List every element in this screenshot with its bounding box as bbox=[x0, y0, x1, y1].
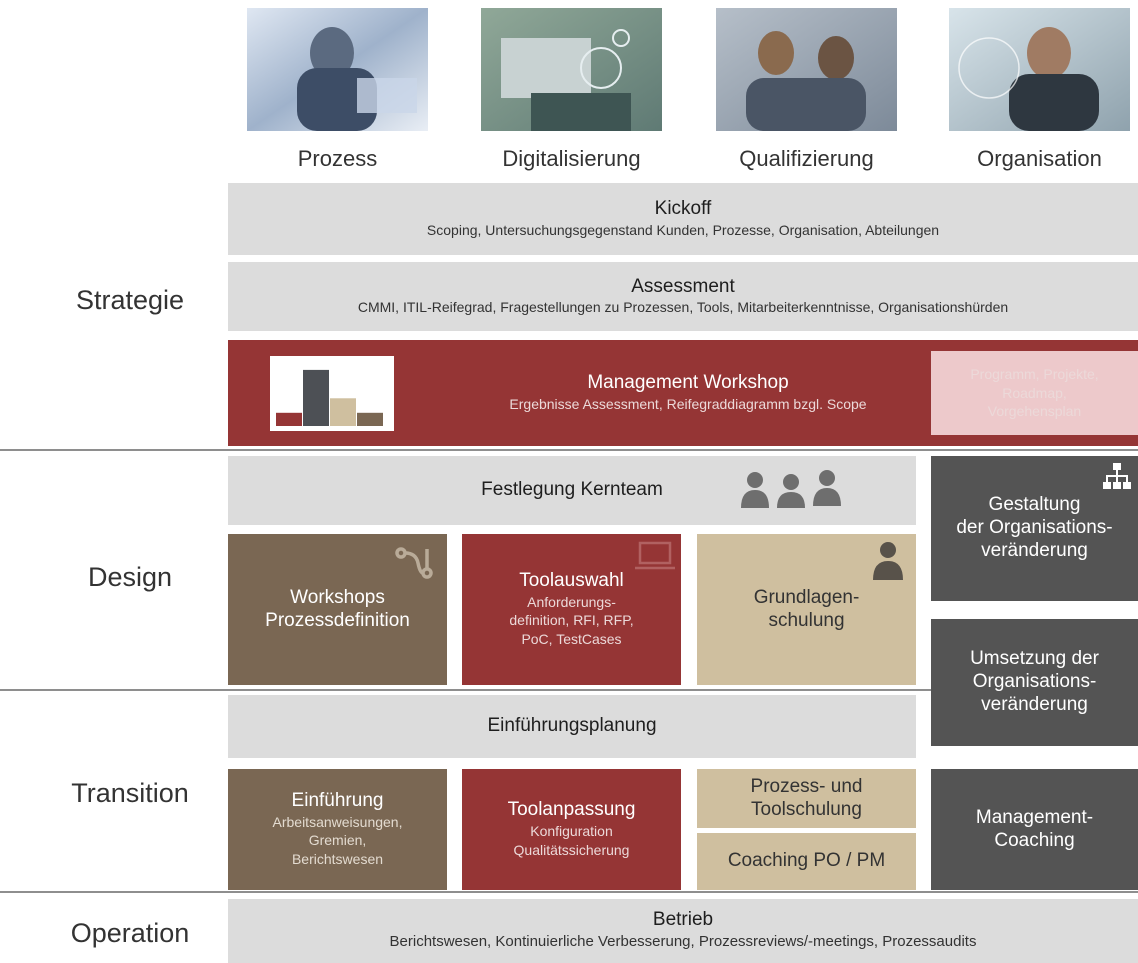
coaching-title: Coaching PO / PM bbox=[727, 850, 886, 872]
toolauswahl-title: Toolauswahl bbox=[519, 569, 624, 591]
kernteam-title: Festlegung Kernteam bbox=[481, 479, 663, 501]
umsetzung-line: Umsetzung der bbox=[970, 648, 1099, 670]
prozess-toolschulung-line: Prozess- und bbox=[750, 775, 863, 797]
management-workshop-subtitle: Ergebnisse Assessment, Reifegraddiagramm… bbox=[509, 395, 867, 412]
toolauswahl-line: definition, RFI, RFP, bbox=[509, 612, 634, 629]
management-coaching-box: Management- Coaching bbox=[931, 769, 1138, 890]
management-workshop-outcome: Programm, Projekte, Roadmap, Vorgehenspl… bbox=[931, 351, 1138, 435]
management-coaching-line: Coaching bbox=[994, 829, 1075, 851]
toolanpassung-line: Konfiguration bbox=[530, 823, 613, 839]
kickoff-subtitle: Scoping, Untersuchungsgegenstand Kunden,… bbox=[426, 221, 940, 238]
einfuehrung-line: Arbeitsanweisungen, bbox=[272, 813, 403, 830]
phase-operation: Operation bbox=[70, 918, 190, 948]
pillar-label-qualifizierung: Qualifizierung bbox=[739, 146, 874, 171]
pillar-label-organisation: Organisation bbox=[977, 146, 1102, 171]
coaching-box: Coaching PO / PM bbox=[697, 833, 916, 890]
phase-strategie: Strategie bbox=[75, 285, 185, 315]
umsetzung-box: Umsetzung der Organisations- veränderung bbox=[931, 619, 1138, 746]
einfuehrung-title: Einführung bbox=[291, 789, 384, 811]
maturity-bar bbox=[357, 412, 383, 426]
gestaltung-line: Gestaltung bbox=[988, 494, 1081, 516]
assessment-subtitle: CMMI, ITIL-Reifegrad, Fragestellungen zu… bbox=[357, 299, 1009, 316]
maturity-chart bbox=[270, 356, 394, 431]
photo-organisation bbox=[949, 8, 1130, 131]
umsetzung-line: Organisations- bbox=[972, 671, 1097, 693]
einfuehrungsplanung-box: Einführungsplanung bbox=[228, 695, 916, 758]
betrieb-title: Betrieb bbox=[652, 909, 714, 931]
prozess-toolschulung-box: Prozess- und Toolschulung bbox=[697, 769, 916, 828]
assessment-title: Assessment bbox=[631, 275, 735, 297]
photo-digitalisierung bbox=[481, 8, 662, 131]
toolanpassung-line: Qualitätssicherung bbox=[513, 841, 630, 858]
assessment-box: Assessment CMMI, ITIL-Reifegrad, Fragest… bbox=[228, 262, 1138, 331]
outcome-line: Vorgehensplan bbox=[987, 403, 1082, 420]
toolauswahl-line: PoC, TestCases bbox=[521, 631, 622, 648]
phase-separator bbox=[0, 891, 1138, 893]
flow-icon bbox=[395, 547, 433, 579]
kickoff-title: Kickoff bbox=[654, 198, 712, 220]
toolauswahl-line: Anforderungs- bbox=[527, 593, 616, 610]
maturity-bar bbox=[276, 412, 302, 426]
org-chart-icon bbox=[1103, 463, 1131, 489]
team-icon bbox=[741, 470, 841, 508]
pillar-label-digitalisierung: Digitalisierung bbox=[502, 146, 641, 171]
grundlagen-box: Grundlagen- schulung bbox=[697, 534, 916, 685]
toolauswahl-box: Toolauswahl Anforderungs- definition, RF… bbox=[462, 534, 681, 685]
laptop-icon bbox=[635, 541, 675, 570]
management-workshop-title: Management Workshop bbox=[587, 372, 789, 394]
kickoff-box: Kickoff Scoping, Untersuchungsgegenstand… bbox=[228, 183, 1138, 255]
toolanpassung-box: Toolanpassung Konfiguration Qualitätssic… bbox=[462, 769, 681, 890]
toolanpassung-title: Toolanpassung bbox=[507, 799, 636, 821]
management-coaching-line: Management- bbox=[975, 806, 1094, 828]
maturity-bar bbox=[330, 398, 356, 426]
betrieb-box: Betrieb Berichtswesen, Kontinuierliche V… bbox=[228, 899, 1138, 963]
maturity-bar bbox=[303, 369, 329, 426]
workshops-line: Workshops bbox=[290, 586, 385, 608]
grundlagen-line: Grundlagen- bbox=[753, 586, 860, 608]
workshops-line: Prozessdefinition bbox=[265, 609, 410, 631]
gestaltung-box: Gestaltung der Organisations- veränderun… bbox=[931, 456, 1138, 601]
phase-separator bbox=[0, 449, 1138, 451]
einfuehrung-box: Einführung Arbeitsanweisungen, Gremien, … bbox=[228, 769, 447, 890]
photo-prozess bbox=[247, 8, 428, 131]
phase-separator bbox=[0, 689, 1138, 691]
outcome-line: Roadmap, bbox=[1002, 384, 1067, 401]
pillar-label-prozess: Prozess bbox=[297, 146, 378, 171]
gestaltung-line: der Organisations- bbox=[956, 517, 1113, 539]
outcome-line: Programm, Projekte, bbox=[970, 365, 1099, 382]
phase-design: Design bbox=[87, 562, 173, 592]
person-icon bbox=[873, 542, 903, 580]
workshops-box: Workshops Prozessdefinition bbox=[228, 534, 447, 685]
gestaltung-line: veränderung bbox=[981, 539, 1088, 561]
einfuehrung-line: Berichtswesen bbox=[291, 851, 384, 868]
phase-transition: Transition bbox=[71, 778, 189, 808]
einfuehrungsplanung-title: Einführungsplanung bbox=[487, 715, 657, 737]
betrieb-subtitle: Berichtswesen, Kontinuierliche Verbesser… bbox=[389, 933, 977, 951]
umsetzung-line: veränderung bbox=[981, 693, 1088, 715]
kernteam-box: Festlegung Kernteam bbox=[228, 456, 916, 525]
management-workshop-box: Management Workshop Ergebnisse Assessmen… bbox=[228, 340, 1138, 446]
photo-qualifizierung bbox=[716, 8, 897, 131]
grundlagen-line: schulung bbox=[768, 609, 845, 631]
einfuehrung-line: Gremien, bbox=[308, 832, 367, 849]
prozess-toolschulung-line: Toolschulung bbox=[751, 798, 862, 820]
